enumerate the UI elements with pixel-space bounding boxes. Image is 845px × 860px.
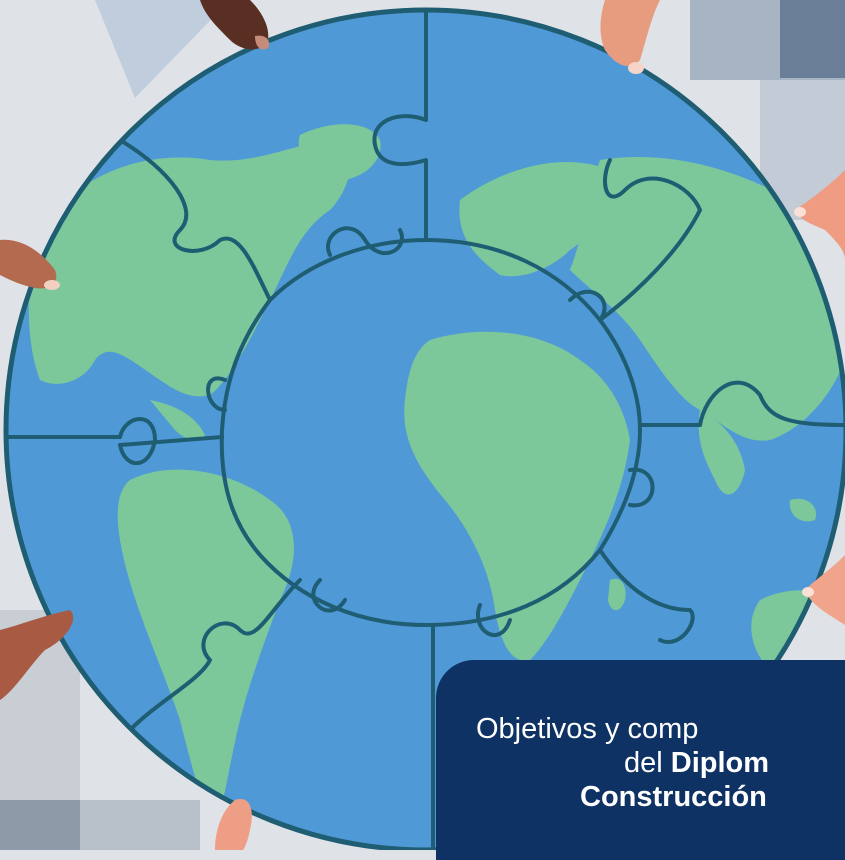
tab-top: [326, 226, 404, 257]
tab-bottom: [476, 603, 512, 637]
islands: [789, 498, 816, 522]
hand-icon: [200, 0, 270, 50]
seam-lower-left: [128, 578, 302, 732]
europe: [459, 161, 613, 277]
bg-square-bottom-left-dark: [0, 800, 80, 850]
tab-right: [628, 467, 655, 508]
seam-upper-left: [118, 138, 272, 302]
hand-icon: [802, 555, 845, 625]
hand-icon: [215, 799, 252, 850]
bg-triangle: [95, 0, 230, 98]
center-piece-outline: [219, 238, 642, 627]
seam-lower-right: [598, 548, 695, 644]
caption-text-2-prefix: del: [624, 747, 671, 779]
hand-icon: [794, 170, 845, 260]
madagascar: [608, 578, 626, 611]
caption-line-3: Construcción: [476, 780, 845, 814]
caption-text-2-bold: Diplom: [670, 747, 770, 779]
seam-top: [372, 10, 428, 242]
seam-right: [638, 380, 845, 427]
seam-left: [6, 417, 224, 466]
caption-box: Objetivos y comp del Diplom Construcción: [436, 660, 845, 860]
bg-square-bottom-left-light: [80, 800, 200, 850]
central-america: [150, 400, 205, 441]
hand-icon: [0, 610, 74, 700]
globe-land: [28, 124, 845, 830]
tab-left: [206, 376, 227, 412]
tab-upper-right: [568, 289, 607, 322]
caption-text-3-bold: Construcción: [580, 781, 767, 813]
hand-icon: [600, 0, 660, 74]
north-america: [28, 140, 351, 397]
india: [698, 410, 745, 495]
tab-lower-left: [311, 578, 347, 613]
puzzle-lines: [6, 10, 845, 850]
caption-line-1: Objetivos y comp: [476, 712, 845, 746]
seam-upper-right: [598, 158, 702, 322]
bg-square-top-right-dark: [780, 0, 845, 78]
hand-icon: [0, 239, 60, 290]
caption-line-2: del Diplom: [476, 746, 845, 780]
caption-text-1: Objetivos y comp: [476, 713, 699, 745]
asia: [570, 156, 845, 441]
greenland: [298, 124, 381, 181]
globe-rim: [3, 7, 845, 850]
